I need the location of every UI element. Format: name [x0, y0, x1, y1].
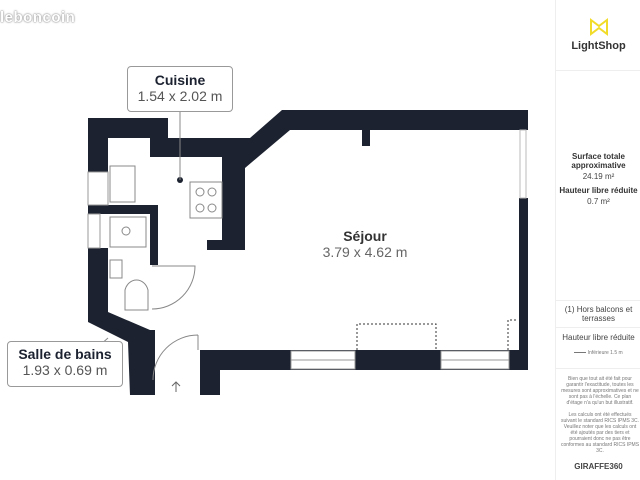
sejour-name: Séjour — [343, 228, 387, 244]
surface-label: Surface totale approximative — [571, 152, 626, 170]
washbasin — [109, 259, 123, 279]
info-sidebar: LightShop Surface totale approximative 2… — [555, 0, 640, 480]
cuisine-dims: 1.54 x 2.02 m — [137, 88, 223, 104]
cooktop — [189, 181, 223, 219]
floor-plan — [87, 110, 528, 395]
lightshop-logo: LightShop — [556, 18, 640, 52]
cuisine-name: Cuisine — [154, 72, 206, 88]
toilet — [124, 279, 149, 311]
legend-item: Inférieure 1.5 m — [556, 350, 640, 356]
lightshop-logo-icon — [589, 18, 608, 36]
note: (1) Hors balcons et terrasses — [564, 305, 633, 323]
cuisine-label: Cuisine 1.54 x 2.02 m — [127, 66, 233, 112]
wall-pillar — [362, 130, 370, 146]
sejour-label: Séjour 3.79 x 4.62 m — [305, 228, 425, 260]
wall-kitchen-bath — [88, 205, 158, 265]
bath-door — [151, 265, 196, 310]
legend-title: Hauteur libre réduite — [562, 333, 635, 342]
wall-kitchen-stub — [207, 240, 245, 250]
salle-de-bains-dims: 1.93 x 0.69 m — [22, 362, 108, 378]
wall-top — [88, 110, 528, 248]
sejour-dims: 3.79 x 4.62 m — [322, 244, 408, 260]
entry-door — [152, 334, 199, 381]
sink — [109, 216, 147, 248]
windows — [87, 129, 527, 370]
wardrobe-dashed — [356, 323, 437, 350]
legend-line-icon — [574, 352, 587, 354]
legend-item-label: Inférieure 1.5 m — [587, 350, 623, 356]
salle-de-bains-label: Salle de bains 1.93 x 0.69 m — [7, 341, 123, 387]
logo-text: LightShop — [571, 40, 626, 52]
disclaimer-1: Bien que tout ait été fait pour garantir… — [561, 376, 639, 406]
hauteur-label: Hauteur libre réduite — [559, 186, 638, 195]
disclaimer-2: Les calculs ont été effectués suivant le… — [560, 412, 640, 454]
hauteur-value: 0.7 m² — [587, 197, 610, 206]
fridge — [109, 165, 136, 203]
salle-de-bains-name: Salle de bains — [18, 346, 112, 362]
leboncoin-watermark: leboncoin — [0, 9, 76, 26]
fixtures — [109, 165, 518, 392]
wall-right — [519, 198, 528, 358]
surface-value: 24.19 m² — [582, 172, 615, 181]
giraffe360-footer: GIRAFFE360 — [574, 462, 623, 471]
wall-bath — [88, 248, 155, 395]
